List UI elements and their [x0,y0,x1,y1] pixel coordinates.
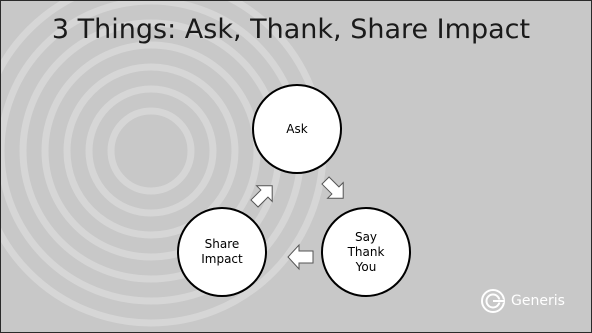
cycle-node-ask-label: Ask [286,121,308,136]
cycle-node-ask: Ask [252,84,342,174]
arrow-right-up-icon [250,185,273,208]
slide-title: 3 Things: Ask, Thank, Share Impact [51,14,531,45]
logo-text: Generis [511,293,565,309]
cycle-node-say-thank-you-label: Say Thank You [347,229,385,274]
arrow-left-icon [287,243,314,271]
arrow-right-down-icon [321,176,344,199]
generis-logo: Generis [481,289,565,313]
cycle-node-share-impact: Share Impact [177,207,267,297]
generis-logo-icon [481,289,505,313]
cycle-node-share-impact-label: Share Impact [201,237,243,266]
cycle-node-say-thank-you: Say Thank You [321,207,411,297]
